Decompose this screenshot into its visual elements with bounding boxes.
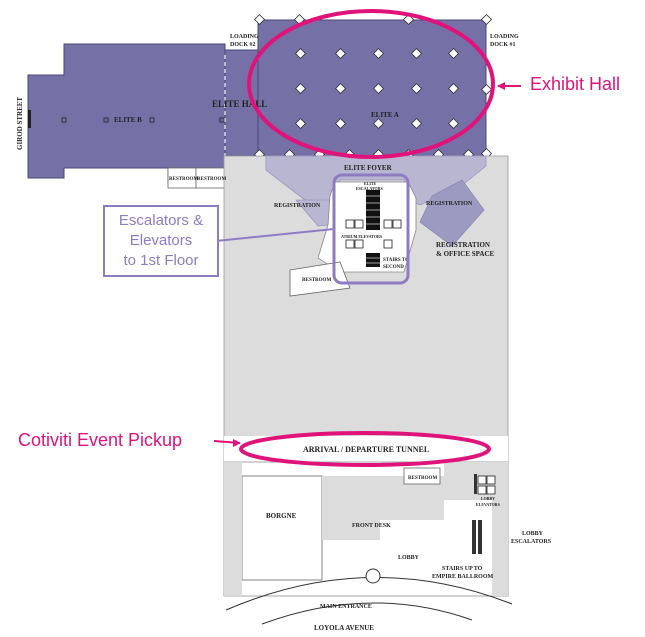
label-elite-hall: ELITE HALL: [212, 99, 267, 109]
escalator-bars: [366, 190, 380, 267]
lobby-fountain: [365, 568, 381, 584]
label-stairs-to-second-l2: SECOND: [383, 265, 404, 270]
label-stairs-empire-l2: EMPIRE BALLROOM: [432, 574, 494, 580]
lobby-elevator-boxes: [477, 475, 496, 495]
label-loading-dock-2-l2: DOCK #2: [230, 42, 256, 48]
label-elite-escalators-l2: ESCALATORS: [356, 186, 384, 191]
tunnel-highlight: [239, 431, 491, 467]
label-elite-escalators-l1: ELITE: [364, 181, 377, 186]
lobby-escalator-bars: [472, 474, 482, 554]
atrium-elevator-boxes: [345, 219, 402, 249]
label-registration-left: REGISTRATION: [274, 203, 321, 209]
label-main-entrance: MAIN ENTRANCE: [320, 604, 372, 610]
label-loyola-avenue: LOYOLA AVENUE: [314, 624, 374, 632]
label-restroom-left: RESTROOM: [169, 177, 198, 182]
label-lobby-escalators-l1: LOBBY: [522, 531, 544, 537]
label-restroom-mid: RESTROOM: [302, 278, 331, 283]
label-restroom-lower: RESTROOM: [408, 476, 437, 481]
registration-office-area: [419, 179, 485, 247]
entrance-curve-inner: [261, 602, 473, 625]
label-loading-dock-1-l2: DOCK #1: [490, 42, 516, 48]
lobby-gray-right: [444, 462, 508, 596]
label-loading-dock-1-l1: LOADING: [490, 34, 519, 40]
escalators-callout-box: Escalators & Elevators to 1st Floor: [103, 205, 219, 277]
exhibit-hall-highlight: [247, 9, 495, 159]
label-lobby-elevators-l2: ELEVATORS: [476, 502, 501, 507]
label-elite-a: ELITE A: [371, 111, 399, 119]
label-arrival-tunnel: ARRIVAL / DEPARTURE TUNNEL: [303, 445, 429, 454]
escalators-callout-line3: to 1st Floor: [123, 252, 199, 269]
label-registration-right: REGISTRATION: [426, 201, 473, 207]
label-lobby-elevators-l1: LOBBY: [481, 496, 495, 501]
borgne-room: [241, 475, 323, 581]
column-markers: [253, 13, 493, 161]
label-loading-dock-2-l1: LOADING: [230, 34, 259, 40]
label-lobby: LOBBY: [398, 555, 420, 561]
label-stairs-to-second-l1: STAIRS TO: [383, 258, 409, 263]
label-girod-street: GIROD STREET: [16, 97, 24, 150]
label-lobby-escalators-l2: ESCALATORS: [511, 539, 552, 545]
label-stairs-empire-l1: STAIRS UP TO: [442, 566, 483, 572]
label-borgne: BORGNE: [266, 512, 297, 520]
label-registration-office-l2: & OFFICE SPACE: [436, 250, 495, 258]
escalators-callout-line2: Elevators: [129, 232, 193, 249]
cotiviti-pickup-annotation: Cotiviti Event Pickup: [18, 430, 183, 450]
label-elite-foyer: ELITE FOYER: [344, 164, 393, 172]
escalators-callout-line: [215, 228, 335, 242]
label-elite-b: ELITE B: [114, 116, 142, 124]
label-registration-office-l1: REGISTRATION: [436, 241, 490, 249]
label-atrium-elevators: ATRIUM ELEVATORS: [341, 234, 383, 239]
label-front-desk: FRONT DESK: [352, 523, 391, 529]
elite-b-room: [27, 43, 226, 184]
label-restroom-right: RESTROOM: [197, 177, 226, 182]
exhibit-hall-annotation: Exhibit Hall: [530, 74, 621, 94]
front-desk-gray: [322, 476, 444, 540]
restroom-lower-box: [403, 467, 441, 485]
escalators-callout-line1: Escalators &: [118, 212, 204, 229]
lobby-gray-left: [224, 462, 242, 596]
